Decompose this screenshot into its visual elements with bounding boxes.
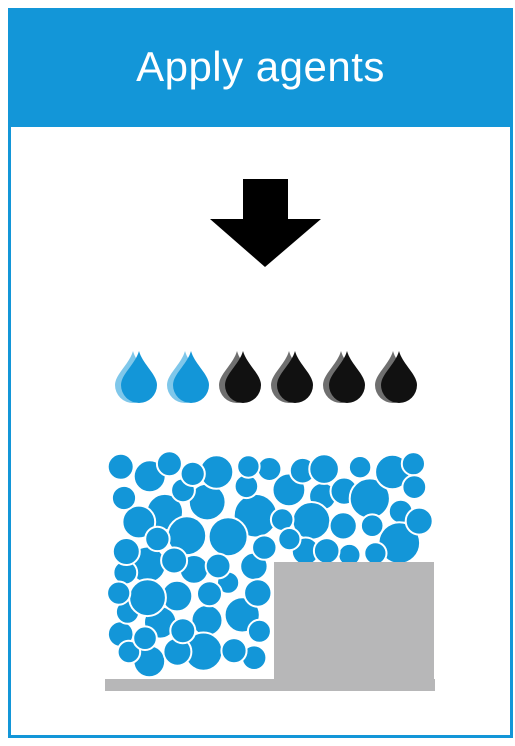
- powder-particle: [181, 462, 205, 486]
- powder-particle: [206, 554, 231, 579]
- powder-particle: [112, 486, 136, 510]
- powder-particle: [364, 542, 386, 564]
- powder-particle: [349, 456, 371, 478]
- drop-icon: [219, 351, 261, 403]
- drop-icon: [115, 351, 157, 403]
- down-arrow-icon: [210, 179, 321, 267]
- powder-particle: [314, 538, 340, 564]
- powder-particle: [248, 620, 271, 643]
- process-step-card: Apply agents: [8, 8, 513, 738]
- powder-particle: [107, 582, 130, 605]
- powder-particle: [129, 579, 166, 616]
- powder-particle: [278, 528, 300, 550]
- powder-particle: [221, 638, 246, 663]
- powder-particle: [170, 618, 195, 643]
- drop-body: [329, 351, 365, 403]
- powder-particle: [309, 454, 339, 484]
- powder-particle: [361, 514, 384, 537]
- drop-body: [173, 351, 209, 403]
- agent-drops: [115, 351, 417, 403]
- build-plate: [105, 679, 435, 691]
- powder-particle: [133, 626, 157, 650]
- drop-icon: [323, 351, 365, 403]
- arrow-shaft: [243, 179, 288, 219]
- powder-particle: [330, 512, 357, 539]
- drop-icon: [167, 351, 209, 403]
- drop-icon: [271, 351, 313, 403]
- drop-body: [381, 351, 417, 403]
- powder-particle: [113, 538, 140, 565]
- part-block: [274, 562, 434, 690]
- drop-body: [121, 351, 157, 403]
- powder-particle: [244, 579, 271, 606]
- powder-particle: [145, 527, 169, 551]
- drop-body: [277, 351, 313, 403]
- powder-particle: [157, 451, 182, 476]
- arrow-head: [210, 219, 321, 267]
- drop-icon: [375, 351, 417, 403]
- powder-particle: [402, 452, 425, 475]
- powder-particle: [237, 455, 259, 477]
- powder-particle: [406, 508, 433, 535]
- powder-particle: [252, 535, 276, 559]
- powder-particle: [257, 457, 281, 481]
- drop-body: [225, 351, 261, 403]
- powder-particle: [402, 475, 426, 499]
- powder-particle: [108, 454, 134, 480]
- powder-particle: [161, 548, 187, 574]
- powder-particle: [197, 581, 222, 606]
- apply-agents-illustration: [11, 11, 515, 741]
- powder-particle: [209, 517, 248, 556]
